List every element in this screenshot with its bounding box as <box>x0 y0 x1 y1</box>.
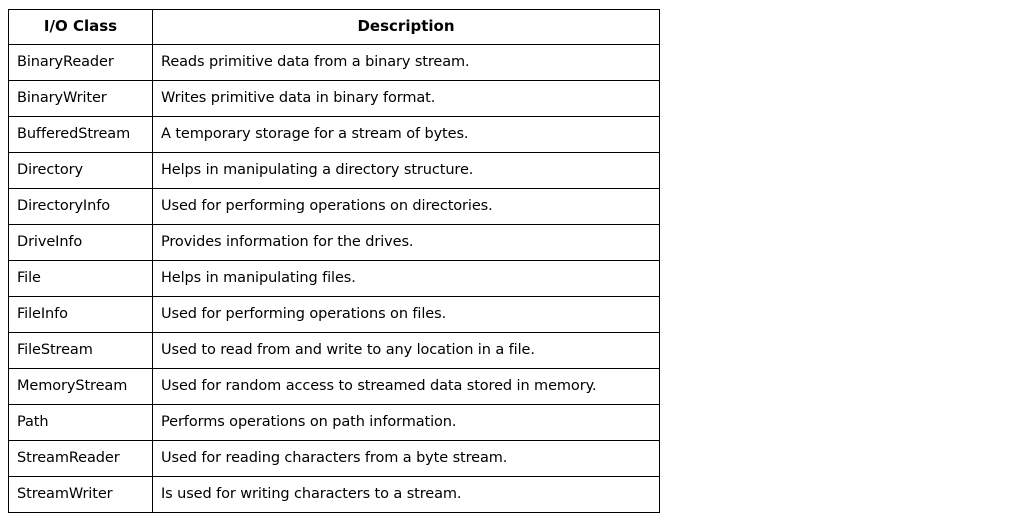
cell-io-class: BinaryReader <box>8 44 153 81</box>
io-class-reference-table: I/O Class Description BinaryReader Reads… <box>8 9 660 513</box>
table-row: DriveInfo Provides information for the d… <box>8 224 660 261</box>
table-row: BinaryReader Reads primitive data from a… <box>8 44 660 81</box>
cell-io-class: StreamWriter <box>8 476 153 513</box>
table-row: BinaryWriter Writes primitive data in bi… <box>8 80 660 117</box>
cell-io-class: Path <box>8 404 153 441</box>
cell-io-class: FileStream <box>8 332 153 369</box>
table-row: File Helps in manipulating files. <box>8 260 660 297</box>
table-row: BufferedStream A temporary storage for a… <box>8 116 660 153</box>
table-row: StreamWriter Is used for writing charact… <box>8 476 660 513</box>
table-body: BinaryReader Reads primitive data from a… <box>8 44 660 513</box>
table-header-row: I/O Class Description <box>8 9 660 45</box>
table-row: Directory Helps in manipulating a direct… <box>8 152 660 189</box>
cell-description: Used to read from and write to any locat… <box>152 332 660 369</box>
cell-description: Helps in manipulating files. <box>152 260 660 297</box>
cell-io-class: BinaryWriter <box>8 80 153 117</box>
cell-io-class: MemoryStream <box>8 368 153 405</box>
table-row: MemoryStream Used for random access to s… <box>8 368 660 405</box>
cell-description: Used for performing operations on files. <box>152 296 660 333</box>
cell-description: Used for random access to streamed data … <box>152 368 660 405</box>
cell-description: A temporary storage for a stream of byte… <box>152 116 660 153</box>
table-row: FileStream Used to read from and write t… <box>8 332 660 369</box>
cell-description: Performs operations on path information. <box>152 404 660 441</box>
cell-io-class: FileInfo <box>8 296 153 333</box>
table-row: DirectoryInfo Used for performing operat… <box>8 188 660 225</box>
table-row: Path Performs operations on path informa… <box>8 404 660 441</box>
cell-io-class: DirectoryInfo <box>8 188 153 225</box>
cell-io-class: BufferedStream <box>8 116 153 153</box>
table-row: FileInfo Used for performing operations … <box>8 296 660 333</box>
cell-description: Writes primitive data in binary format. <box>152 80 660 117</box>
cell-io-class: DriveInfo <box>8 224 153 261</box>
column-header-io-class: I/O Class <box>8 9 153 45</box>
cell-io-class: Directory <box>8 152 153 189</box>
cell-io-class: StreamReader <box>8 440 153 477</box>
cell-io-class: File <box>8 260 153 297</box>
cell-description: Used for performing operations on direct… <box>152 188 660 225</box>
cell-description: Used for reading characters from a byte … <box>152 440 660 477</box>
table-header: I/O Class Description <box>8 9 660 45</box>
table-row: StreamReader Used for reading characters… <box>8 440 660 477</box>
cell-description: Helps in manipulating a directory struct… <box>152 152 660 189</box>
cell-description: Is used for writing characters to a stre… <box>152 476 660 513</box>
column-header-description: Description <box>152 9 660 45</box>
cell-description: Reads primitive data from a binary strea… <box>152 44 660 81</box>
cell-description: Provides information for the drives. <box>152 224 660 261</box>
